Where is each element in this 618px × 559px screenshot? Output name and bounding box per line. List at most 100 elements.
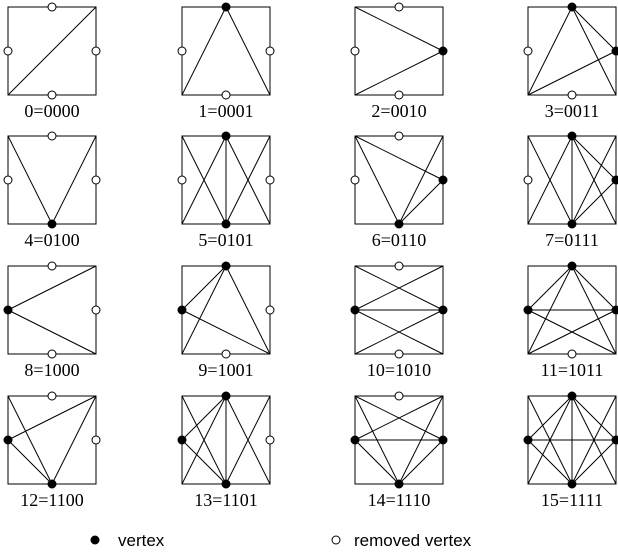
cell-square [7,135,97,225]
removed-vertex-dot-left [523,46,533,56]
removed-vertex-dot-bottom [47,349,57,359]
cell-caption: 4=0100 [24,230,79,250]
diagonal-edge [7,395,53,485]
cell-1000: 8=1000 [3,261,101,380]
vertex-dot-top [221,131,231,141]
diagonal-edge [181,6,227,96]
diagonal-edge [181,265,227,311]
removed-vertex-dot-right [91,305,101,315]
diagonal-edge [51,135,97,225]
diagonal-edge [571,265,617,311]
vertex-dot-right [438,175,448,185]
cell-square [354,135,444,225]
diagonal-edge [51,395,97,485]
cell-0000: 0=0000 [3,2,101,121]
cell-caption: 10=1010 [367,360,431,380]
cell-caption: 1=0001 [198,101,253,121]
removed-vertex-dot-top [47,261,57,271]
diagonal-edge [181,395,227,485]
vertex-dot-top [567,391,577,401]
vertex-dot-bottom [567,219,577,229]
diagonal-edge [7,309,97,355]
cell-square [181,6,271,96]
vertex-dot-top [221,391,231,401]
diagonal-edge [527,50,617,96]
vertex-dot-right [611,305,618,315]
cell-0001: 1=0001 [177,2,275,121]
removed-vertex-dot-left [3,46,13,56]
vertex-dot-left [350,305,360,315]
diagonal-edge [527,6,573,96]
cell-caption: 14=1110 [368,490,431,510]
vertex-dot-left [177,435,187,445]
cell-square [7,265,97,355]
diagonal-edge [571,6,617,52]
removed-vertex-dot-right [265,46,275,56]
cell-0010: 2=0010 [350,2,448,121]
removed-vertex-dot-top [394,261,404,271]
vertex-dot-bottom [394,479,404,489]
cell-caption: 9=1001 [198,360,253,380]
cell-1101: 13=1101 [177,391,275,510]
vertex-dot-bottom [567,479,577,489]
cell-caption: 15=1111 [541,490,603,510]
diagonal-edge [225,395,271,485]
removed-vertex-dot-top [394,391,404,401]
vertex-dot-left [177,305,187,315]
diagonal-edge [7,6,97,96]
removed-vertex-dot-left [177,46,187,56]
vertex-dot-bottom [394,219,404,229]
vertex-dot-top [567,2,577,12]
cells-layer: 0=0000 1=0001 2=0010 3=0011 4=0100 5=0101 6=01… [3,2,618,510]
vertex-dot-right [438,305,448,315]
vertex-dot-right [611,435,618,445]
removed-vertex-dot-bottom [567,90,577,100]
diagonal-edge [571,439,617,485]
legend-removed-label: removed vertex [354,531,472,550]
diagonal-edge [354,439,400,485]
legend-vertex-label: vertex [118,531,165,550]
diagonal-edge [527,395,573,441]
diagonal-edge [181,395,227,441]
removed-vertex-dot-top [47,2,57,12]
diagonal-edge [181,135,227,225]
cell-square [7,395,97,485]
cell-square [527,6,617,96]
removed-vertex-dot-right [91,46,101,56]
cell-square [354,6,444,96]
diagonal-edge [571,179,617,225]
diagonal-edge [354,309,444,355]
cell-caption: 6=0110 [372,230,426,250]
vertex-dot-left [350,435,360,445]
diagonal-edge [181,265,227,355]
vertex-dot-top [567,131,577,141]
cell-caption: 5=0101 [198,230,253,250]
removed-vertex-dot-left [177,175,187,185]
cell-0100: 4=0100 [3,131,101,250]
cell-1001: 9=1001 [177,261,275,380]
vertex-dot-right [611,175,618,185]
diagonal-edge [7,265,97,311]
diagonal-edge [527,265,573,311]
diagonal-edge [225,135,271,225]
cell-1100: 12=1100 [3,391,101,510]
vertex-dot-left [3,435,13,445]
diagonal-edge [354,395,444,441]
cell-square [181,265,271,355]
legend-removed-marker [331,535,341,545]
removed-vertex-dot-top [394,131,404,141]
vertex-dot-top [221,2,231,12]
removed-vertex-dot-left [523,175,533,185]
cell-0011: 3=0011 [523,2,618,121]
vertex-dot-top [567,261,577,271]
diagonal-edge [354,50,444,96]
cell-caption: 12=1100 [20,490,83,510]
diagonal-edge [181,309,271,355]
removed-vertex-dot-top [47,391,57,401]
cell-caption: 0=0000 [24,101,79,121]
removed-vertex-dot-top [394,2,404,12]
diagonal-edge [527,309,617,355]
removed-vertex-dot-bottom [221,349,231,359]
cell-caption: 2=0010 [371,101,426,121]
